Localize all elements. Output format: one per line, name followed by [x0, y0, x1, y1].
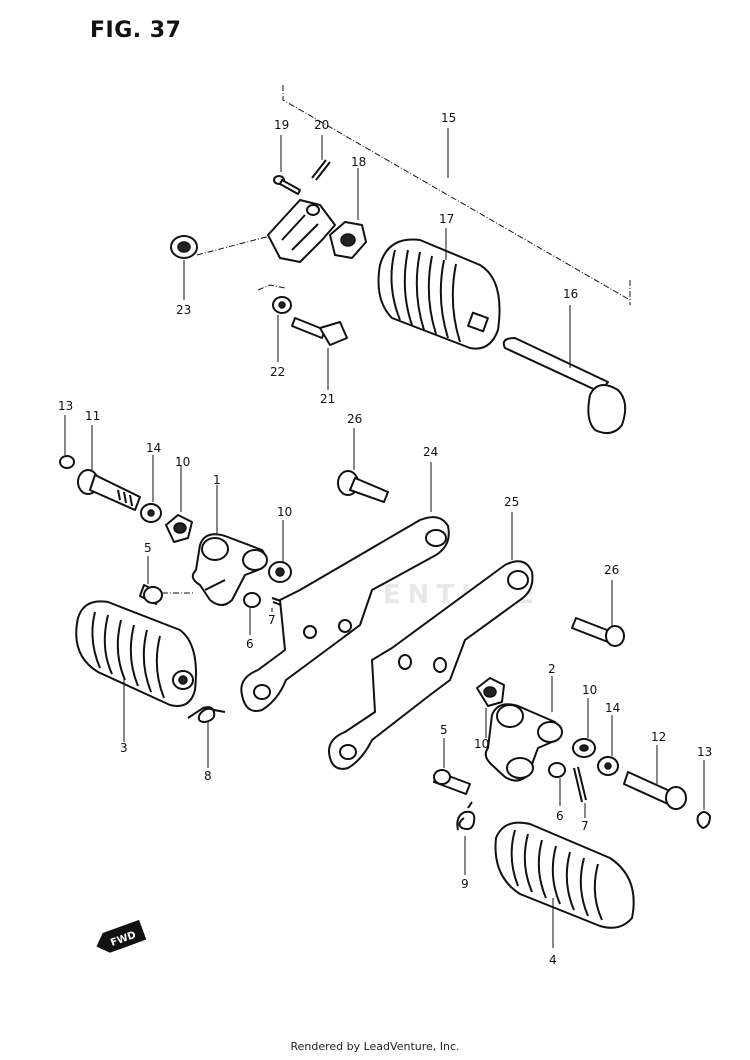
- part-10-bushing-left-b[interactable]: [268, 520, 292, 583]
- part-10-bushing-right-b[interactable]: [572, 698, 596, 758]
- part-12-bolt[interactable]: [623, 745, 687, 810]
- callout-1: 1: [213, 473, 221, 487]
- callout-13-left: 13: [58, 399, 73, 413]
- callout-7-left: 7: [268, 613, 276, 627]
- part-2-pivot-arm-right[interactable]: [484, 676, 563, 782]
- callout-7-right: 7: [581, 819, 589, 833]
- part-9-spring-right[interactable]: [456, 801, 476, 875]
- part-13-nut-left[interactable]: [59, 415, 75, 469]
- callout-8: 8: [204, 769, 212, 783]
- part-20-cotter-pin[interactable]: [311, 135, 331, 181]
- part-17-footpeg-rubber[interactable]: [377, 228, 501, 350]
- part-8-spring-left[interactable]: [187, 706, 226, 768]
- callout-20: 20: [314, 118, 329, 132]
- callout-5-right: 5: [440, 723, 448, 737]
- callout-15: 15: [441, 111, 456, 125]
- part-14-washer-right[interactable]: [597, 715, 619, 776]
- part-19-pin[interactable]: [273, 135, 301, 195]
- part-4-footpeg-rubber-right[interactable]: [494, 821, 635, 948]
- part-26-bolt-upper[interactable]: [337, 428, 389, 503]
- callout-21: 21: [320, 392, 335, 406]
- fwd-arrow-badge: FWD: [96, 919, 147, 953]
- part-6-washer-right[interactable]: [548, 762, 566, 806]
- part-13-nut-right[interactable]: [696, 760, 711, 829]
- callout-22: 22: [270, 365, 285, 379]
- callout-6-left: 6: [246, 637, 254, 651]
- callout-24: 24: [423, 445, 438, 459]
- callout-5-left: 5: [144, 541, 152, 555]
- callout-10-right-a: 10: [474, 737, 489, 751]
- callout-14-left: 14: [146, 441, 161, 455]
- callout-17: 17: [439, 212, 454, 226]
- callout-25: 25: [504, 495, 519, 509]
- part-10-bushing-right-a[interactable]: [476, 677, 505, 738]
- part-26-bolt-right[interactable]: [571, 580, 625, 647]
- part-14-washer-left[interactable]: [140, 455, 162, 523]
- callout-26-upper: 26: [347, 412, 362, 426]
- callout-26-right: 26: [604, 563, 619, 577]
- callout-13-right: 13: [697, 745, 712, 759]
- part-23-nut[interactable]: [170, 235, 271, 300]
- callout-9: 9: [461, 877, 469, 891]
- part-1-pivot-arm-left[interactable]: [191, 485, 268, 606]
- part-25-footrest-bracket-right[interactable]: [328, 512, 534, 770]
- part-11-bolt[interactable]: [77, 425, 141, 511]
- callout-11: 11: [85, 409, 100, 423]
- part-10-bushing-left-a[interactable]: [165, 465, 193, 543]
- part-7-cotter-right[interactable]: [573, 766, 587, 818]
- callout-3: 3: [120, 741, 128, 755]
- callout-14-right: 14: [605, 701, 620, 715]
- footer-credit: Rendered by LeadVenture, Inc.: [290, 1040, 460, 1053]
- part-3-footpeg-rubber-left[interactable]: [75, 600, 197, 742]
- part-22-washer[interactable]: [272, 296, 292, 362]
- assembly-bracket-15: [282, 85, 631, 305]
- callout-10-right-b: 10: [582, 683, 597, 697]
- footrest-bracket[interactable]: [257, 199, 336, 291]
- callout-10-left-b: 10: [277, 505, 292, 519]
- callout-19: 19: [274, 118, 289, 132]
- callout-2: 2: [548, 662, 556, 676]
- part-18-plate[interactable]: [329, 168, 367, 259]
- part-6-washer-left[interactable]: [243, 592, 261, 635]
- part-16-footpeg-shaft[interactable]: [502, 305, 627, 435]
- callout-12: 12: [651, 730, 666, 744]
- part-5-pin-left[interactable]: [139, 556, 195, 605]
- part-5-pin-right[interactable]: [433, 738, 471, 795]
- callout-23: 23: [176, 303, 191, 317]
- callout-4: 4: [549, 953, 557, 967]
- callout-16: 16: [563, 287, 578, 301]
- callout-labels: 1 2 3 4 5 5 6 6 7 7 8 9 10 10 10 10 11 1…: [58, 111, 712, 967]
- callout-6-right: 6: [556, 809, 564, 823]
- part-21-bolt[interactable]: [291, 317, 348, 390]
- callout-18: 18: [351, 155, 366, 169]
- callout-10-left-a: 10: [175, 455, 190, 469]
- part-24-footrest-bracket-left[interactable]: [240, 462, 450, 712]
- figure-title: FIG. 37: [90, 18, 182, 43]
